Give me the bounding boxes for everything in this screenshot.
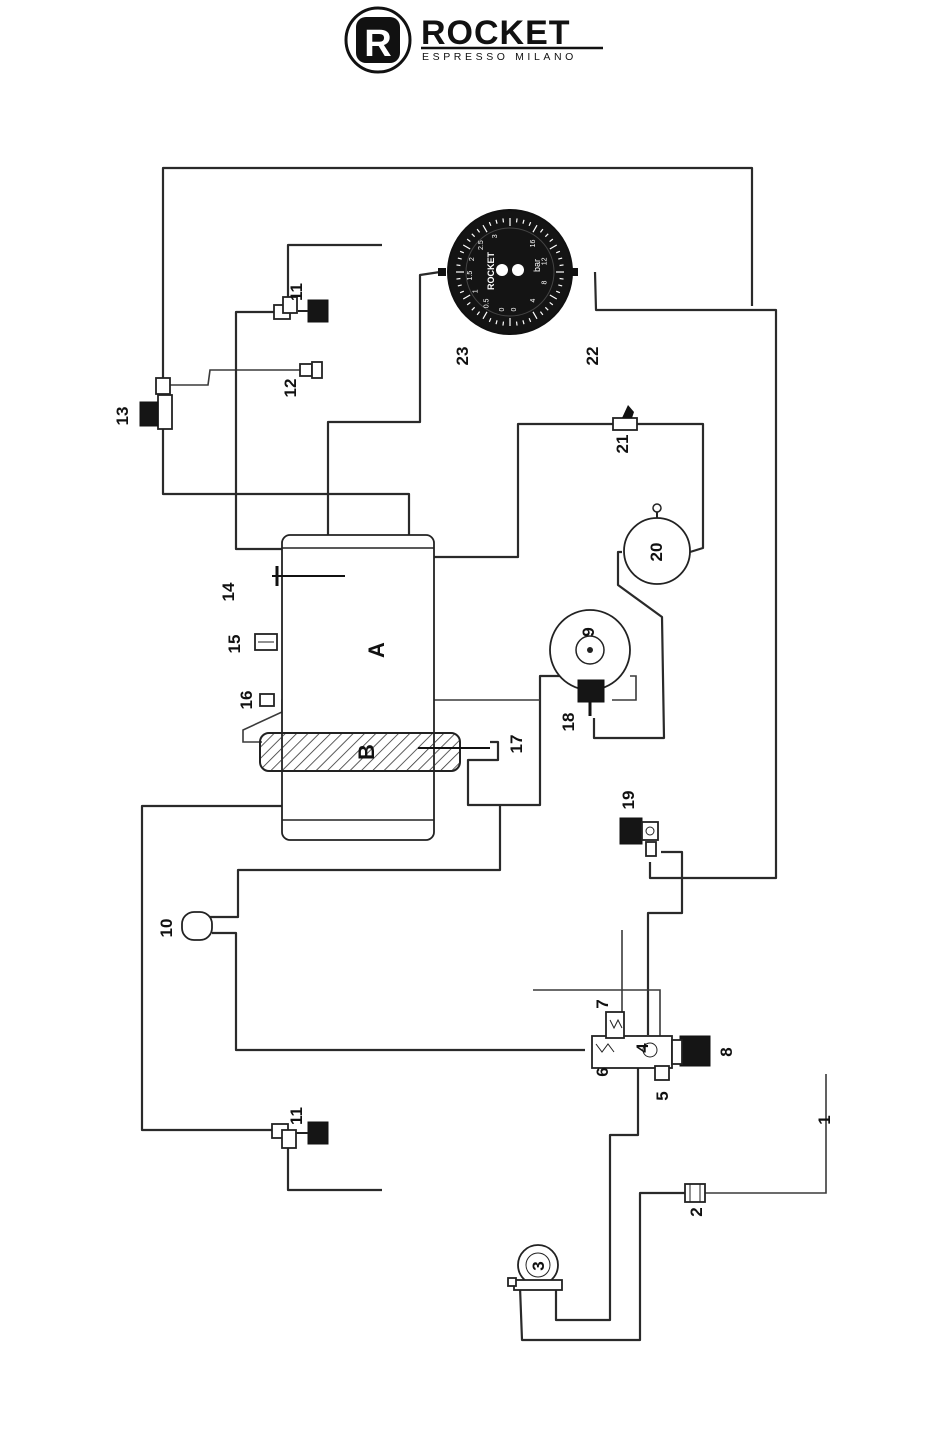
label-4: 4	[633, 1043, 652, 1053]
gauge-tick	[560, 265, 564, 266]
gauge-tick	[503, 322, 504, 326]
label-11-bottom: 11	[287, 1107, 306, 1125]
label-17: 17	[507, 735, 526, 754]
gauge-brand: ROCKET	[486, 251, 496, 290]
label-12: 12	[281, 379, 300, 398]
element-15	[255, 634, 277, 650]
pressure-gauge-icon: 0 0.5 1 1.5 2 2.5 3 0 4 8 12 16 ROCKET bar	[438, 210, 578, 334]
label-15: 15	[225, 635, 244, 654]
label-21: 21	[613, 435, 632, 454]
label-1: 1	[815, 1115, 834, 1124]
gauge-left-tick-label: 1.5	[467, 271, 474, 281]
label-18: 18	[559, 713, 578, 732]
main-tank: A	[272, 535, 434, 840]
rocket-logo-icon: R ROCKET ESPRESSO MILANO	[346, 8, 603, 72]
gauge-right-tick-label: 4	[530, 298, 537, 302]
safety-valve	[613, 405, 637, 430]
label-20: 20	[647, 543, 666, 562]
gauge-tick	[503, 218, 504, 222]
gauge-tick	[560, 279, 564, 280]
gauge-left-tick-label: 0.5	[484, 298, 491, 308]
heat-exchanger-boiler: B	[260, 733, 490, 771]
label-2: 2	[687, 1207, 706, 1216]
gauge-tick	[517, 218, 518, 222]
gauge-left-tick-label: 3	[492, 234, 499, 238]
logo-letter: R	[364, 23, 391, 65]
gauge-tick	[456, 265, 460, 266]
label-5: 5	[653, 1091, 672, 1100]
label-14: 14	[219, 582, 238, 601]
gauge-right-tick-label: 8	[541, 281, 548, 285]
t-fitting-13	[140, 378, 172, 429]
gauge-unit: bar	[532, 259, 542, 272]
gauge-right-tick-label: 12	[541, 257, 548, 265]
label-9: 9	[579, 627, 598, 636]
label-13: 13	[113, 407, 132, 426]
label-11-top: 11	[287, 283, 306, 301]
tap-12	[300, 362, 322, 378]
boiler-label: B	[354, 744, 379, 760]
filter-2	[685, 1184, 705, 1202]
label-22: 22	[583, 347, 602, 366]
gauge-left-tick-label: 1	[472, 289, 479, 293]
brand-subtitle: ESPRESSO MILANO	[422, 51, 577, 63]
pump-icon	[182, 912, 212, 940]
component-labels: 1 2 3 4 5 6 7 8 9 10 11 11 12 13 14 15 1…	[113, 283, 834, 1271]
label-16: 16	[237, 691, 256, 710]
label-23: 23	[453, 347, 472, 366]
pipe-network	[142, 168, 826, 1340]
label-19: 19	[619, 791, 638, 810]
brand-name: ROCKET	[421, 14, 571, 52]
label-3: 3	[529, 1261, 548, 1270]
tank-label: A	[364, 642, 389, 658]
gauge-left-tick-label: 2.5	[478, 240, 485, 250]
gauge-left-tick-label: 2	[469, 257, 476, 261]
label-8: 8	[717, 1047, 736, 1056]
gauge-left-tick-label: 0	[499, 307, 506, 311]
solenoid-valve-19	[620, 818, 658, 856]
element-16	[260, 694, 274, 706]
label-10: 10	[157, 919, 176, 938]
label-6: 6	[593, 1067, 612, 1076]
gauge-right-tick-label: 0	[511, 307, 518, 311]
label-7: 7	[593, 999, 612, 1008]
gauge-right-tick-label: 16	[530, 240, 537, 248]
gauge-tick	[456, 279, 460, 280]
gauge-tick	[517, 322, 518, 326]
